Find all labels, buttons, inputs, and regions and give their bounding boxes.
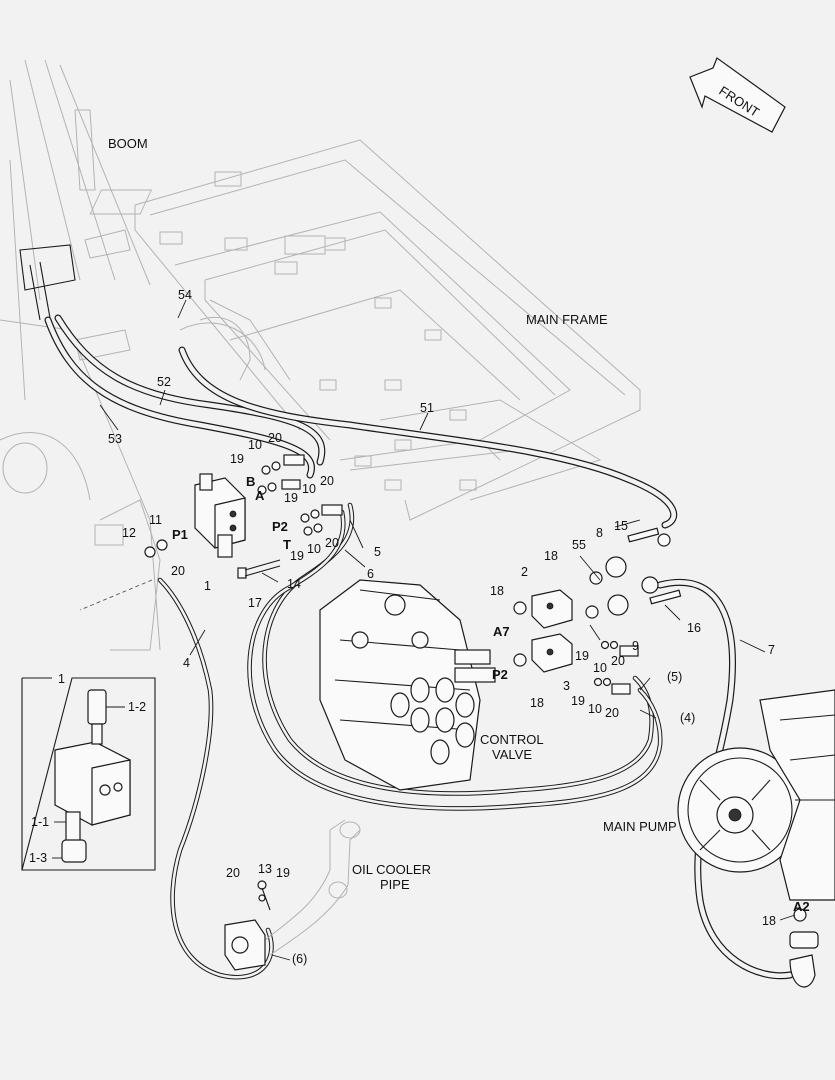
fittings-cluster-lower [589,527,682,695]
callout-12: 12 [122,526,136,540]
label-oil-cooler-line2: PIPE [380,877,410,892]
callout-numbers: 54 52 53 51 10 20 19 19 10 20 12 11 1 20… [29,288,776,966]
boom-structure [0,59,291,651]
callout-7: 7 [768,643,775,657]
label-main-pump: MAIN PUMP [603,819,677,834]
port-p1: P1 [172,527,188,542]
callout-16: 16 [687,621,701,635]
callout-51: 51 [420,401,434,415]
callout-3: 3 [563,679,570,693]
label-control-valve-line1: CONTROL [480,732,544,747]
valve-block-1 [194,473,246,558]
callout-4: 4 [183,656,190,670]
control-valve-spools [390,677,475,765]
callout-18b: 18 [490,584,504,598]
hose-51 [178,346,678,529]
callout-17: 17 [248,596,262,610]
callout-10c: 10 [307,542,321,556]
callout-20d: 20 [325,536,339,550]
label-oil-cooler-line1: OIL COOLER [352,862,431,877]
callout-4-ref: (4) [680,711,695,725]
inset-callout-1-3: 1-3 [29,851,47,865]
port-a: A [255,488,265,503]
front-arrow [689,57,786,133]
callout-20g: 20 [226,866,240,880]
dashed-leader [79,579,153,611]
hose-53 [44,316,315,479]
callout-10d: 10 [593,661,607,675]
block-2 [513,589,599,629]
port-labels: B A P1 P2 T A7 P2 A2 [172,474,810,914]
callout-10a: 10 [248,438,262,452]
main-frame-outline [89,139,641,521]
port-p2-lower: P2 [492,667,508,682]
port-a7: A7 [493,624,510,639]
main-pump-body [677,689,835,988]
callout-54: 54 [178,288,192,302]
control-valve-body [319,579,496,791]
callout-20b: 20 [320,474,334,488]
hose-4 [157,577,274,980]
port-b: B [246,474,255,489]
label-boom: BOOM [108,136,148,151]
callout-19b: 19 [284,491,298,505]
hose-52 [54,314,326,466]
callout-53: 53 [108,432,122,446]
port-t: T [283,537,291,552]
callout-13: 13 [258,862,272,876]
fittings-cluster-upper [144,454,343,579]
callout-52: 52 [157,375,171,389]
callout-6-ref: (6) [292,952,307,966]
callout-19c: 19 [290,549,304,563]
label-control-valve-line2: VALVE [492,747,532,762]
inset-callout-1-1: 1-1 [31,815,49,829]
inset-callout-1-2: 1-2 [128,700,146,714]
callout-20e: 20 [611,654,625,668]
callout-18c: 18 [530,696,544,710]
callout-55: 55 [572,538,586,552]
leader-lines [99,299,796,961]
callout-18d: 18 [762,914,776,928]
callout-5: 5 [374,545,381,559]
callout-20a: 20 [268,431,282,445]
callout-18a: 18 [544,549,558,563]
callout-20c: 20 [171,564,185,578]
callout-19e: 19 [571,694,585,708]
block-3 [513,633,573,673]
callout-20f: 20 [605,706,619,720]
label-main-frame: MAIN FRAME [526,312,608,327]
callout-9: 9 [632,639,639,653]
callout-8: 8 [596,526,603,540]
callout-2: 2 [521,565,528,579]
callout-19d: 19 [575,649,589,663]
inset-box [21,677,156,871]
callout-11: 11 [149,513,162,527]
port-p2-upper: P2 [272,519,288,534]
hose-6 [247,509,663,811]
port-a2: A2 [793,899,810,914]
callout-10e: 10 [588,702,602,716]
callout-1: 1 [204,579,211,593]
inset-callout-1: 1 [58,672,65,686]
callout-15: 15 [614,519,628,533]
callout-19f: 19 [276,866,290,880]
callout-6: 6 [367,567,374,581]
callout-5-ref: (5) [667,670,682,684]
oil-cooler-pipe [224,819,361,971]
callout-14: 14 [287,577,301,591]
callout-19a: 19 [230,452,244,466]
callout-10b: 10 [302,482,316,496]
